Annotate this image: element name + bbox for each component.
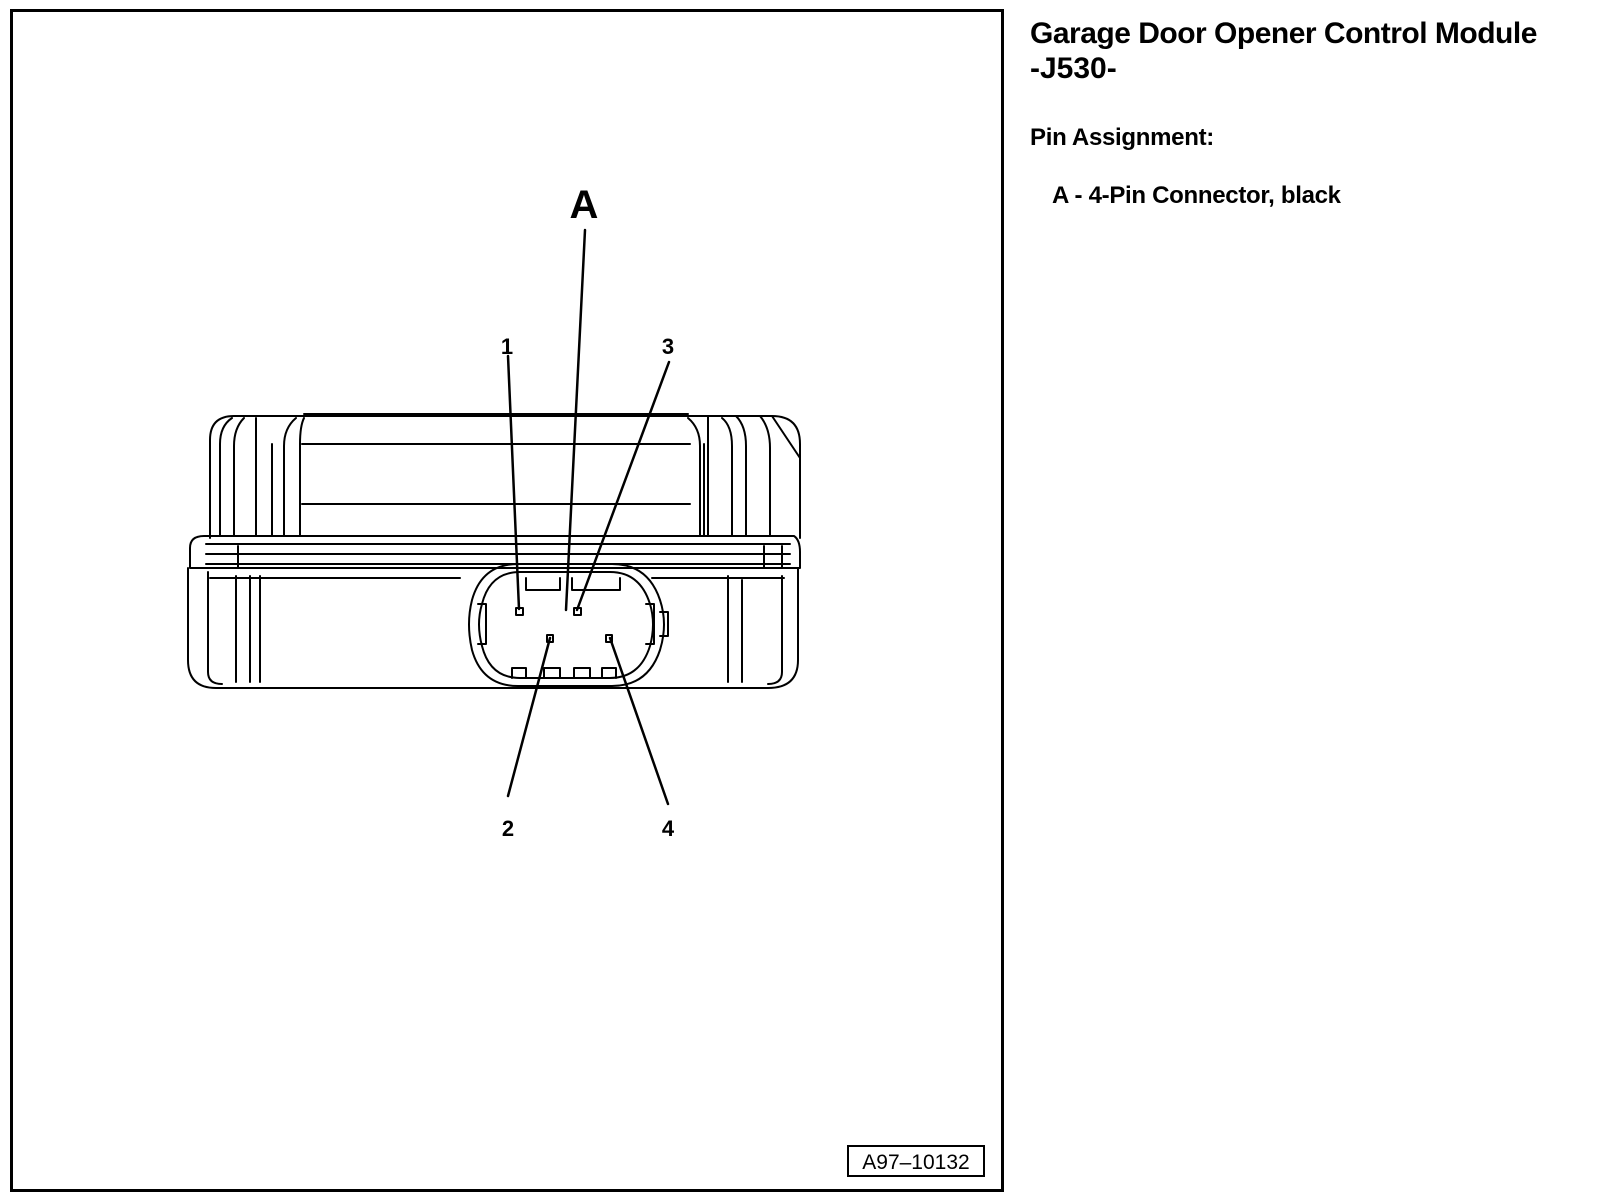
connector-bottom-teeth [511,667,617,679]
figure-frame [10,9,1004,1192]
connector-socket-outer [468,563,665,687]
housing-flange [189,535,801,569]
pin-4 [605,634,613,643]
pin-assignment-heading: Pin Assignment: [1030,124,1214,151]
pin-item-key: A [1052,182,1069,209]
leader-4 [608,636,670,806]
body-ribs [207,571,785,685]
callout-2: 2 [502,816,514,841]
lid-ribs [219,413,771,537]
figure-id: A97–10132 [862,1151,969,1174]
leader-2 [506,636,552,798]
leader-A [564,228,587,612]
connector-latch [525,577,621,591]
pin-assignment-item: A - 4-Pin Connector, black [1052,182,1590,210]
leader-3 [575,360,671,612]
callout-4: 4 [662,816,675,841]
module-code: -J530- [1030,52,1117,85]
module-lid [209,415,801,539]
description-panel: Garage Door Opener Control Module -J530-… [1030,16,1590,210]
lid-chamfer [771,415,801,459]
connector-side-keys [477,603,669,645]
pin-item-separator: - [1068,182,1089,209]
flange-lines [205,543,791,569]
callout-1: 1 [501,334,513,359]
callout-A: A [570,183,599,227]
module-body [187,567,799,689]
pin-item-description: 4-Pin Connector, black [1088,182,1341,209]
module-title: Garage Door Opener Control Module [1030,17,1537,50]
callout-3: 3 [662,334,674,359]
figure-id-box [847,1145,985,1177]
leader-1 [506,354,521,611]
